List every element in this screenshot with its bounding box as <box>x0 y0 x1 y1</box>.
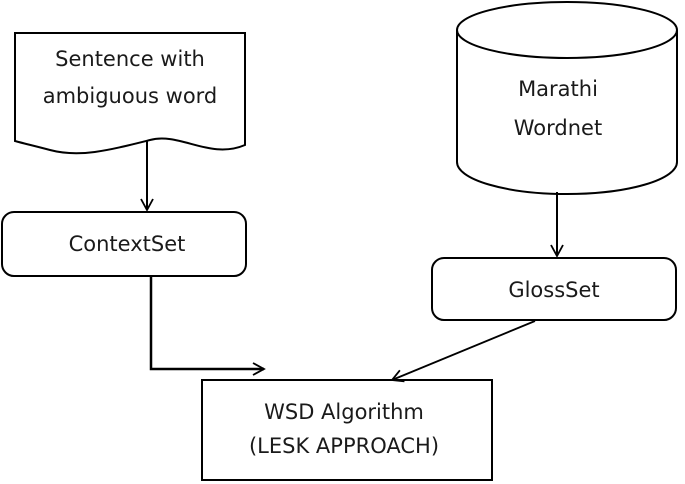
wsd-line-2: (LESK APPROACH) <box>249 434 439 458</box>
document-shape <box>14 32 246 155</box>
contextset-label: ContextSet <box>69 232 186 256</box>
glossset-node: GlossSet <box>431 257 677 321</box>
wsd-line-1: WSD Algorithm <box>264 400 424 424</box>
arrow-contextset-to-wsd <box>149 276 266 376</box>
sentence-line-1: Sentence with <box>55 47 205 71</box>
sentence-line-2: ambiguous word <box>43 84 218 108</box>
wsd-box <box>201 379 493 481</box>
arrow-glossset-to-wsd <box>390 320 536 383</box>
contextset-node: ContextSet <box>1 211 247 277</box>
cylinder-top <box>456 1 678 59</box>
wordnet-line-1: Marathi <box>518 77 598 101</box>
sentence-document-node: Sentence with ambiguous word <box>14 32 246 155</box>
wsd-algorithm-node: WSD Algorithm (LESK APPROACH) <box>201 379 493 481</box>
glossset-box <box>431 257 677 321</box>
contextset-box <box>1 211 247 277</box>
cylinder-body <box>456 30 678 195</box>
wordnet-line-2: Wordnet <box>514 116 602 140</box>
glossset-label: GlossSet <box>508 278 599 302</box>
wordnet-database-node: Marathi Wordnet <box>456 1 678 195</box>
